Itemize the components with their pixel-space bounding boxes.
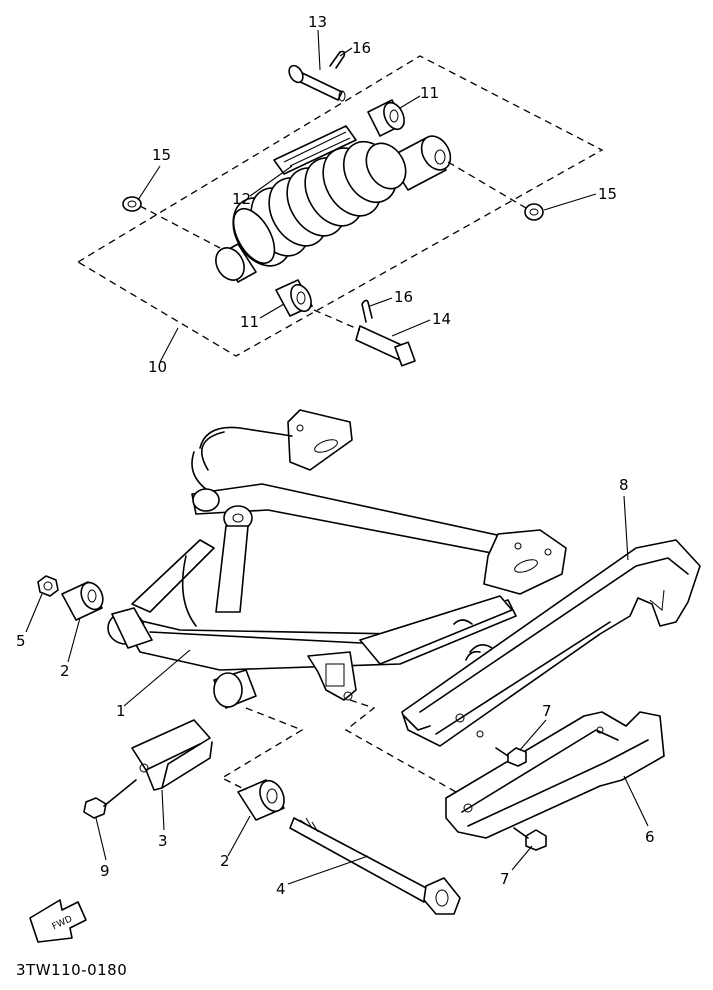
lower-pin-14 [355, 325, 416, 367]
callout-7: 7 [542, 702, 552, 720]
chain-case-8 [401, 539, 701, 747]
callout-10: 10 [148, 358, 167, 376]
assembly-boundary-10 [76, 55, 604, 357]
shock-assembly-group [76, 50, 604, 367]
bracket-3 [131, 719, 213, 791]
bushing-11b [275, 279, 313, 317]
upper-pin-13 [288, 64, 346, 102]
callout-15: 15 [152, 146, 171, 164]
callout-2: 2 [60, 662, 70, 680]
screw-7b [513, 827, 547, 851]
callout-9: 9 [100, 862, 110, 880]
leader-lines [25, 29, 649, 885]
callout-3: 3 [158, 832, 168, 850]
callout-4: 4 [276, 880, 286, 898]
collar-2a [61, 581, 104, 621]
nut-5 [37, 575, 59, 597]
washer-15a [122, 196, 142, 212]
cotter-pin-16a [329, 50, 346, 69]
callout-1: 1 [116, 702, 126, 720]
washer-15b [524, 203, 544, 221]
callout-11: 11 [240, 313, 259, 331]
bolt-9 [83, 779, 137, 819]
callout-11: 11 [420, 84, 439, 102]
callout-labels: 13 16 11 15 12 15 16 11 14 10 8 5 2 1 7 … [16, 13, 655, 898]
callout-14: 14 [432, 310, 451, 328]
forward-arrow-icon [29, 899, 87, 943]
callout-12: 12 [232, 190, 251, 208]
callout-15: 15 [598, 185, 617, 203]
callout-8: 8 [619, 476, 629, 494]
chain-guard-6 [445, 711, 665, 839]
drawing-code: 3TW110-0180 [16, 961, 127, 979]
swingarm-1 [107, 409, 567, 709]
collar-2b [237, 779, 285, 821]
callout-16: 16 [352, 39, 371, 57]
callout-7: 7 [500, 870, 510, 888]
pivot-shaft-4 [289, 817, 461, 915]
callout-6: 6 [645, 828, 655, 846]
callout-13: 13 [308, 13, 327, 31]
shock-absorber [215, 135, 452, 283]
callout-2: 2 [220, 852, 230, 870]
label-plate-12 [273, 125, 357, 175]
bushing-11a [367, 99, 405, 137]
cotter-pin-16b [361, 299, 373, 323]
screw-7a [495, 747, 527, 767]
callout-16: 16 [394, 288, 413, 306]
callout-5: 5 [16, 632, 26, 650]
